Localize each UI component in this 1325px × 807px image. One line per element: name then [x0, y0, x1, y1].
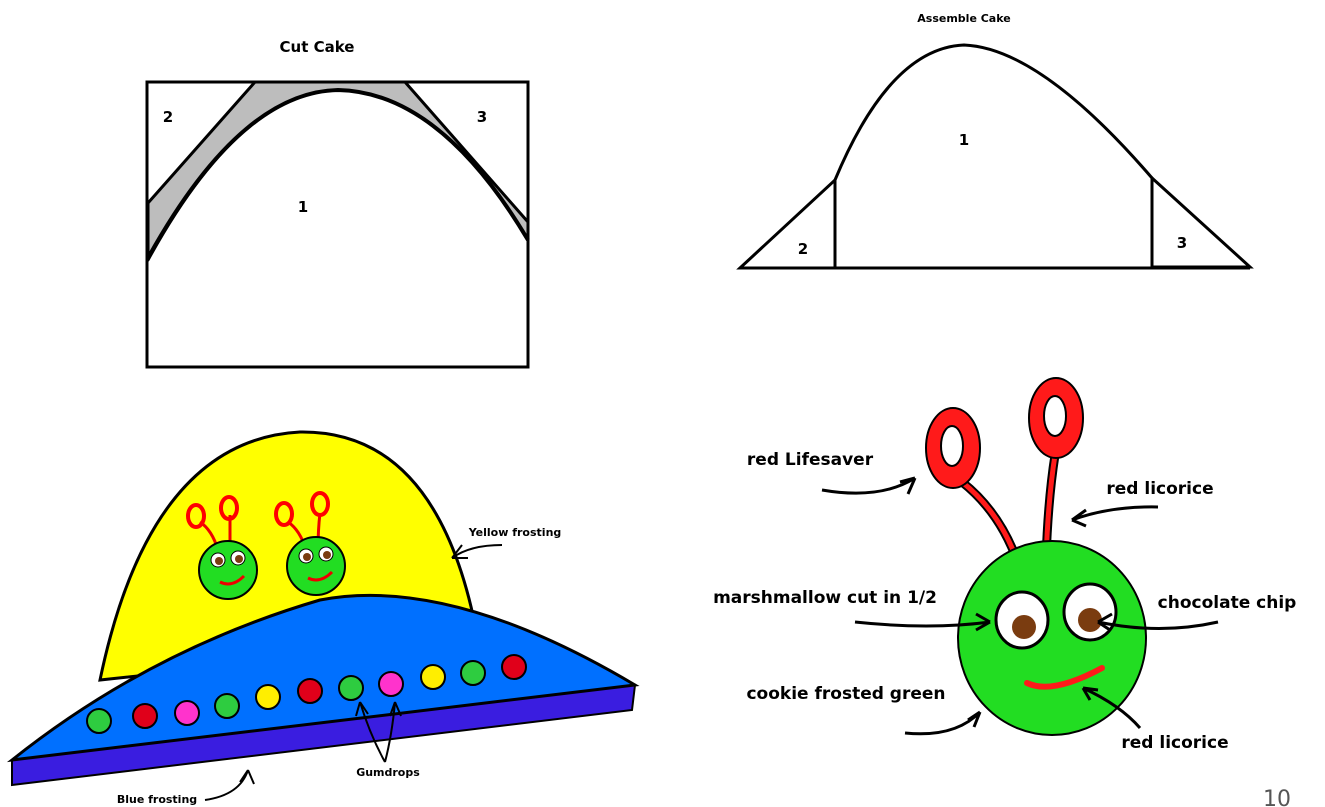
blue-frosting-saucer	[6, 593, 640, 763]
cut-cake-title: Cut Cake	[280, 38, 355, 56]
gumdrop	[86, 708, 112, 734]
assemble-piece-3-label: 3	[1177, 234, 1187, 252]
blue-frosting-arrow	[204, 769, 255, 801]
cut-piece-3-label: 3	[477, 108, 487, 126]
cut-cake-diagram: Cut Cake 2 3 1	[145, 38, 530, 369]
green-cookie-head	[957, 540, 1147, 736]
gumdrops-label: Gumdrops	[356, 766, 420, 779]
cut-piece-2-label: 2	[163, 108, 173, 126]
cookie-frosted-label: cookie frosted green	[746, 684, 945, 704]
cut-piece-1-label: 1	[298, 198, 308, 216]
lifesaver-left	[925, 407, 981, 489]
chocolate-chip-left	[1012, 615, 1036, 639]
red-lifesaver-arrow	[821, 476, 917, 495]
assemble-arch	[833, 43, 1154, 270]
red-licorice-mouth-label: red licorice	[1121, 733, 1228, 753]
gumdrop	[214, 693, 240, 719]
ufo-cake-illustration: Yellow frosting Blue frosting Gumdrops	[6, 430, 640, 806]
cut-cake-outline	[145, 80, 530, 369]
red-licorice-mouth-arrow	[1081, 686, 1142, 729]
gumdrops-arrows	[355, 701, 402, 763]
chocolate-chip-arrow	[1097, 612, 1219, 632]
yellow-frosting-arrow	[451, 544, 503, 559]
chocolate-chip-right	[1078, 608, 1102, 632]
red-licorice-top-label: red licorice	[1106, 479, 1213, 499]
alien-detail-illustration: red Lifesaver red licorice marshmallow c…	[713, 377, 1297, 753]
cookie-frosted-arrow	[904, 710, 982, 736]
yellow-frosting-label: Yellow frosting	[468, 526, 562, 539]
chocolate-chip-label: chocolate chip	[1158, 593, 1297, 613]
gumdrops-row	[86, 654, 527, 734]
gumdrop	[297, 678, 323, 704]
blue-frosting-label: Blue frosting	[117, 793, 197, 806]
marshmallow-arrow	[854, 612, 991, 632]
mini-alien-left	[186, 495, 258, 600]
assemble-cake-title: Assemble Cake	[917, 12, 1010, 25]
red-lifesaver-label: red Lifesaver	[747, 450, 874, 470]
gumdrop	[378, 671, 404, 697]
licorice-mouth	[1024, 665, 1105, 690]
cut-cake-arch	[146, 87, 530, 259]
assemble-piece-2-label: 2	[798, 240, 808, 258]
marshmallow-label: marshmallow cut in 1/2	[713, 588, 937, 608]
gumdrop	[132, 703, 158, 729]
gumdrop	[338, 675, 364, 701]
assemble-cake-diagram: Assemble Cake 1 2 3	[736, 12, 1254, 270]
assemble-right-wedge	[1150, 174, 1254, 269]
gumdrop	[501, 654, 527, 680]
mini-alien-right	[274, 491, 346, 596]
gumdrop	[460, 660, 486, 686]
assemble-piece-1-label: 1	[959, 131, 969, 149]
assemble-left-wedge	[736, 176, 837, 270]
gumdrop	[420, 664, 446, 690]
lifesaver-right	[1028, 377, 1084, 459]
page-number: 10	[1263, 787, 1291, 807]
gumdrop	[174, 700, 200, 726]
red-licorice-top-arrow	[1071, 505, 1159, 528]
gumdrop	[255, 684, 281, 710]
